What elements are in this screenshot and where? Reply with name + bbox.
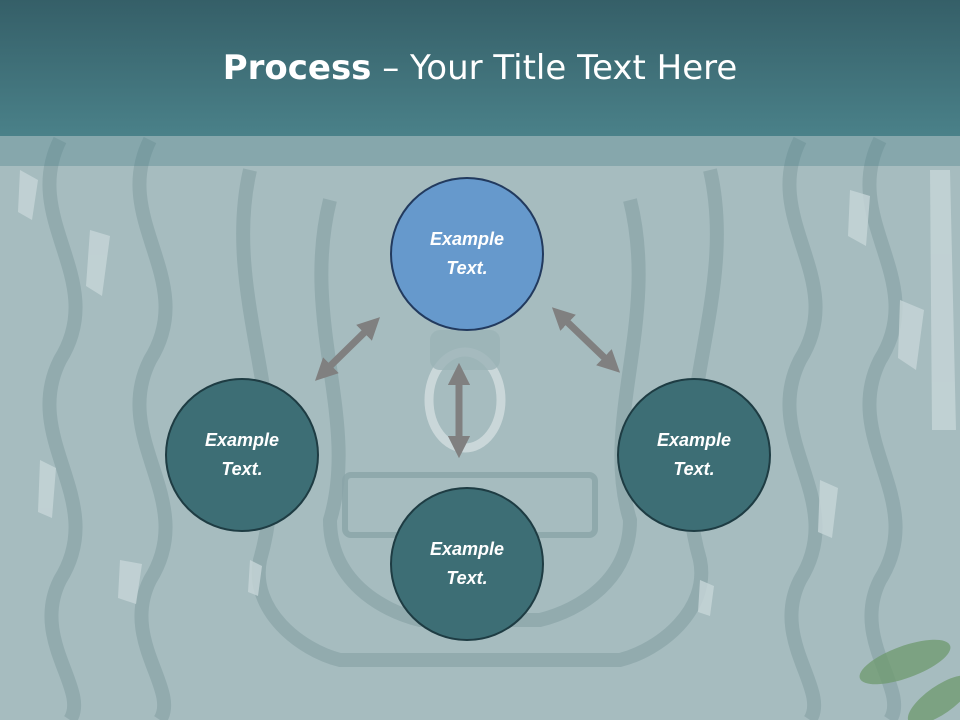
process-node-left: Example Text. <box>165 378 319 532</box>
arrow-top-right <box>551 307 621 373</box>
arrow-top-left <box>314 317 381 381</box>
process-node-bottom: Example Text. <box>390 487 544 641</box>
title-bar <box>0 0 960 136</box>
title-band <box>0 136 960 166</box>
node-label: Example Text. <box>429 229 505 278</box>
slide-title-rest: – Your Title Text Here <box>371 48 738 88</box>
node-label: Example Text. <box>204 430 280 479</box>
process-node-right: Example Text. <box>617 378 771 532</box>
node-label: Example Text. <box>429 539 505 588</box>
node-label: Example Text. <box>656 430 732 479</box>
slide-title: Process – Your Title Text Here <box>0 48 960 89</box>
slide-title-bold: Process <box>222 48 372 88</box>
process-node-top: Example Text. <box>390 177 544 331</box>
